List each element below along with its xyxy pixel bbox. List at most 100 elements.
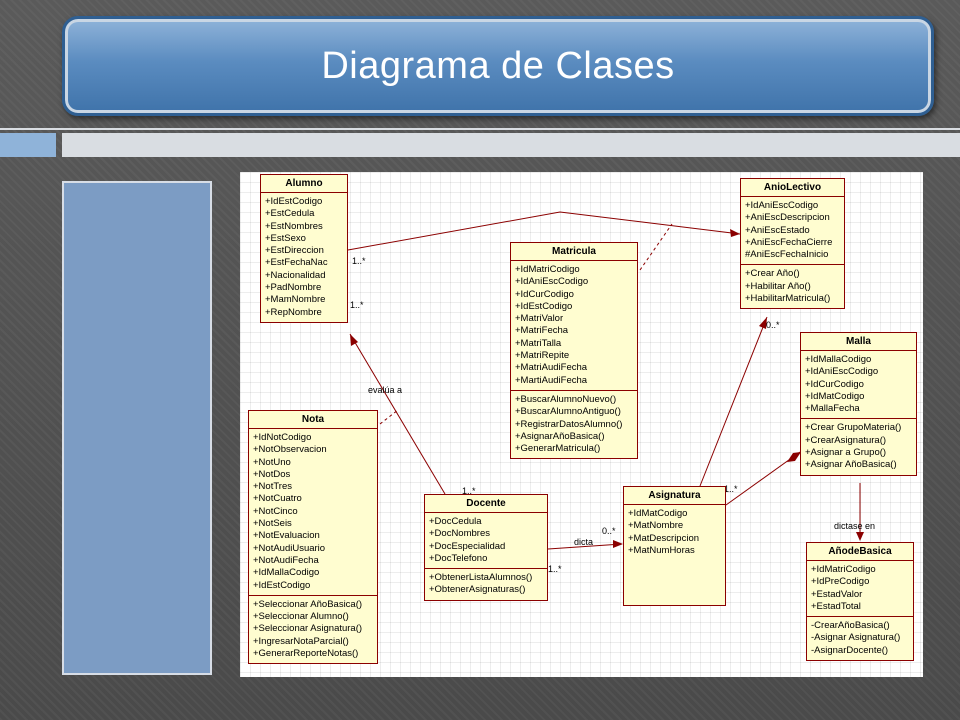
attribute: +IdNotCodigo bbox=[253, 432, 312, 443]
title-banner: Diagrama de Clases bbox=[62, 16, 934, 116]
divider-line bbox=[0, 128, 960, 130]
attribute: +EstDireccion bbox=[265, 245, 324, 257]
class-attributes: +IdMallaCodigo +IdAniEscCodigo +IdCurCod… bbox=[801, 351, 916, 420]
arrow-asignatura bbox=[613, 540, 623, 548]
attribute: +IdCurCodigo bbox=[805, 378, 864, 390]
attribute: +IdCurCodigo bbox=[515, 288, 574, 300]
attribute: +IdEstCodigo bbox=[253, 579, 311, 591]
attribute: +IdMatriCodigo bbox=[811, 564, 876, 575]
attribute: +AniEscEstado bbox=[745, 224, 810, 236]
attribute: +NotDos bbox=[253, 468, 291, 480]
label-dicta: dicta bbox=[574, 537, 594, 547]
operation: +CrearAsignatura() bbox=[805, 434, 887, 446]
attribute: +NotCinco bbox=[253, 505, 298, 517]
attribute: +IdEstCodigo bbox=[515, 300, 573, 312]
operation: +Seleccionar Asignatura() bbox=[253, 623, 363, 635]
class-name: AnioLectivo bbox=[741, 179, 844, 197]
operation: +BuscarAlumnoNuevo() bbox=[515, 393, 617, 405]
class-aniolectivo: AnioLectivo +IdAniEscCodigo +AniEscDescr… bbox=[740, 178, 845, 310]
diagram-links bbox=[347, 211, 864, 550]
class-attributes: +IdEstCodigo +EstCedula +EstNombres +Est… bbox=[261, 193, 347, 322]
operation: +AsignarAñoBasica() bbox=[515, 430, 605, 442]
attribute: +EstSexo bbox=[265, 232, 306, 244]
attribute: +DocEspecialidad bbox=[429, 540, 506, 552]
attribute: +Nacionalidad bbox=[265, 269, 326, 281]
attribute: +MatDescripcion bbox=[628, 532, 700, 544]
attribute: +PadNombre bbox=[265, 282, 322, 294]
attribute: +EstadTotal bbox=[811, 600, 861, 612]
class-name: Matricula bbox=[511, 243, 637, 261]
attribute: +NotAudiFecha bbox=[253, 554, 319, 566]
attribute: #AniEscFechaInicio bbox=[745, 249, 829, 261]
attribute: +IdAniEscCodigo bbox=[745, 200, 819, 211]
class-name: Malla bbox=[801, 333, 916, 351]
attribute: +MartiAudiFecha bbox=[515, 374, 588, 386]
attribute: +IdAniEscCodigo bbox=[805, 366, 879, 378]
operation: +Habilitar Año() bbox=[745, 280, 811, 292]
class-operations: +BuscarAlumnoNuevo() +BuscarAlumnoAntigu… bbox=[511, 391, 637, 458]
mult-asignatura-aniolectivo: 0..* bbox=[766, 320, 780, 330]
class-matricula: Matricula +IdMatriCodigo +IdAniEscCodigo… bbox=[510, 242, 638, 460]
class-operations: -CrearAñoBasica() -Asignar Asignatura() … bbox=[807, 617, 913, 660]
attribute: +MatNumHoras bbox=[628, 544, 695, 556]
attribute: +AniEscDescripcion bbox=[745, 212, 830, 224]
attribute: +EstNombres bbox=[265, 220, 323, 232]
class-malla: Malla +IdMallaCodigo +IdAniEscCodigo +Id… bbox=[800, 332, 917, 476]
attribute: +MatNombre bbox=[628, 520, 684, 532]
operation: +ObtenerListaAlumnos() bbox=[429, 572, 533, 584]
diamond-malla bbox=[787, 452, 801, 462]
attribute: +EstadValor bbox=[811, 588, 863, 600]
attribute: +NotObservacion bbox=[253, 444, 327, 456]
link-docente-alumno bbox=[349, 333, 446, 495]
link-docente-asignatura bbox=[547, 543, 623, 550]
operation: -Asignar Asignatura() bbox=[811, 632, 901, 644]
attribute: +NotTres bbox=[253, 481, 292, 493]
accent-strip-left bbox=[0, 133, 56, 157]
attribute: +IdEstCodigo bbox=[265, 196, 323, 207]
attribute: +NotCuatro bbox=[253, 493, 302, 505]
class-anodebasica: AñodeBasica +IdMatriCodigo +IdPreCodigo … bbox=[806, 542, 914, 662]
class-name: AñodeBasica bbox=[807, 543, 913, 561]
class-name: Alumno bbox=[261, 175, 347, 193]
attribute: +DocNombres bbox=[429, 528, 490, 540]
operation: +Seleccionar Alumno() bbox=[253, 611, 349, 623]
link-alumno-aniolectivo bbox=[347, 211, 741, 251]
class-attributes: +IdMatriCodigo +IdPreCodigo +EstadValor … bbox=[807, 561, 913, 618]
class-attributes: +IdMatCodigo +MatNombre +MatDescripcion … bbox=[624, 505, 725, 560]
mult-dicta-target: 0..* bbox=[602, 526, 616, 536]
mult-asignatura-malla: 1..* bbox=[724, 484, 738, 494]
attribute: +DocTelefono bbox=[429, 552, 488, 564]
class-attributes: +IdAniEscCodigo +AniEscDescripcion +AniE… bbox=[741, 197, 844, 266]
attribute: +MatriRepite bbox=[515, 350, 570, 362]
attribute: +MatriAudiFecha bbox=[515, 362, 588, 374]
label-dictase: dictase en bbox=[834, 521, 876, 531]
class-alumno: Alumno +IdEstCodigo +EstCedula +EstNombr… bbox=[260, 174, 348, 323]
attribute: +NotUno bbox=[253, 456, 291, 468]
attribute: +DocCedula bbox=[429, 516, 482, 527]
class-name: Asignatura bbox=[624, 487, 725, 505]
link-asignatura-aniolectivo bbox=[699, 316, 768, 487]
attribute: +IdPreCodigo bbox=[811, 576, 870, 588]
operation: -AsignarDocente() bbox=[811, 644, 889, 656]
class-asignatura: Asignatura +IdMatCodigo +MatNombre +MatD… bbox=[623, 486, 726, 606]
class-attributes: +IdMatriCodigo +IdAniEscCodigo +IdCurCod… bbox=[511, 261, 637, 391]
class-name: Docente bbox=[425, 495, 547, 513]
operation: +IngresarNotaParcial() bbox=[253, 635, 349, 647]
attribute: +RepNombre bbox=[265, 306, 322, 318]
operation: +Asignar AñoBasica() bbox=[805, 459, 897, 471]
attribute: +AniEscFechaCierre bbox=[745, 236, 833, 248]
operation: +GenerarMatricula() bbox=[515, 443, 601, 455]
attribute: +NotSeis bbox=[253, 518, 292, 530]
attribute: +MatriFecha bbox=[515, 325, 569, 337]
attribute: +NotAudiUsuario bbox=[253, 542, 326, 554]
attribute: +IdMatCodigo bbox=[628, 508, 688, 519]
class-attributes: +DocCedula +DocNombres +DocEspecialidad … bbox=[425, 513, 547, 570]
mult-alumno-aniolectivo: 1..* bbox=[352, 256, 366, 266]
link-asignatura-malla bbox=[725, 451, 801, 506]
label-evalua: evalúa a bbox=[368, 385, 403, 395]
operation: +Crear GrupoMateria() bbox=[805, 422, 902, 434]
class-operations: +ObtenerListaAlumnos() +ObtenerAsignatur… bbox=[425, 569, 547, 600]
attribute: +IdMatCodigo bbox=[805, 390, 865, 402]
attribute: +EstFechaNac bbox=[265, 257, 328, 269]
operation: +BuscarAlumnoAntiguo() bbox=[515, 406, 621, 418]
